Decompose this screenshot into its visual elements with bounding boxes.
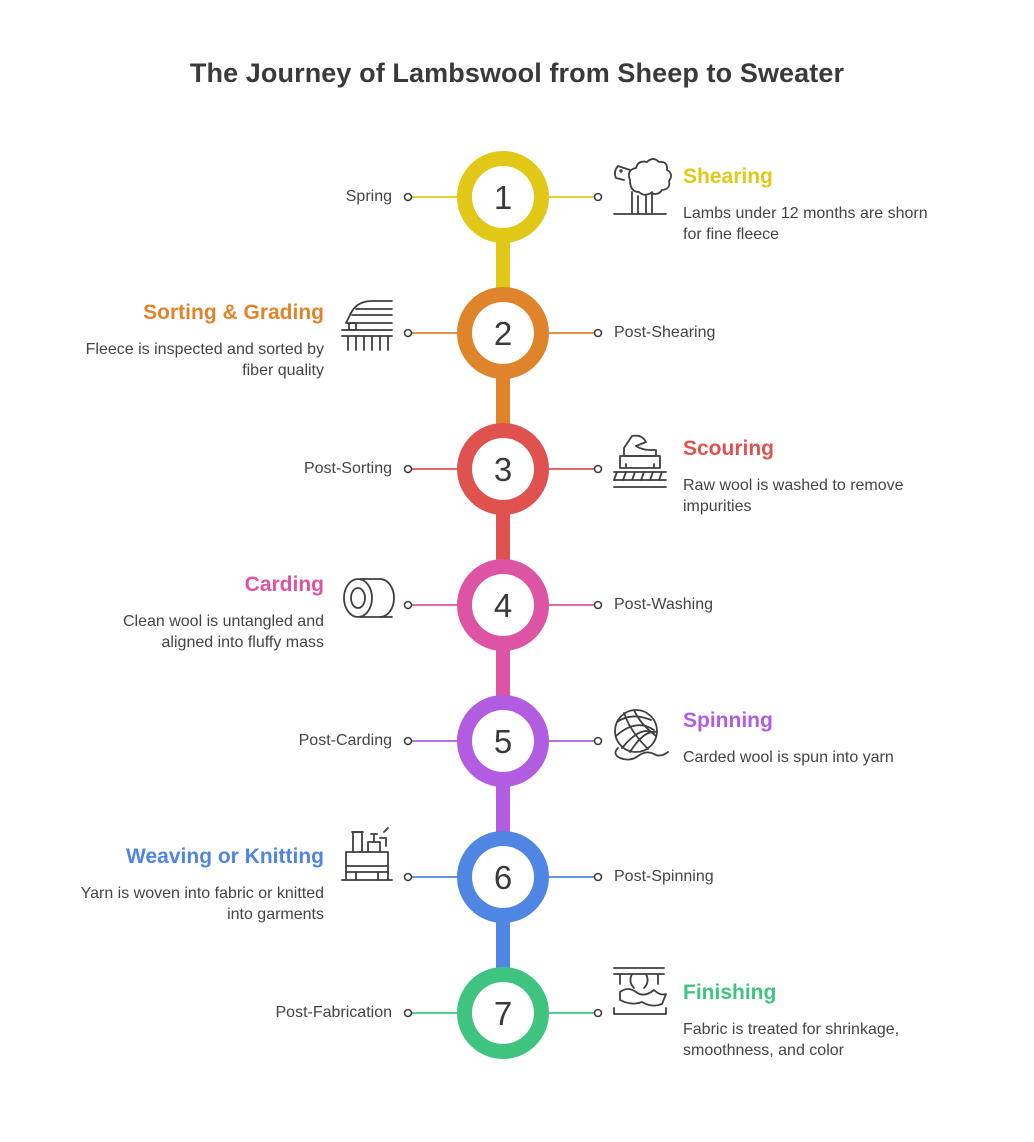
page-title: The Journey of Lambswool from Sheep to S… <box>189 58 845 88</box>
step-number: 4 <box>494 587 512 624</box>
timeline-segment <box>496 513 510 561</box>
step-description-line: Fleece is inspected and sorted by <box>85 341 324 358</box>
step-description-line: Fabric is treated for shrinkage, <box>683 1021 900 1038</box>
step-number: 5 <box>494 723 512 760</box>
connector-dot <box>403 736 413 746</box>
yarn-ball-icon <box>614 709 669 761</box>
step-description-line: Carded wool is spun into yarn <box>683 749 894 766</box>
connector-dot <box>593 1008 603 1018</box>
connector-dot <box>403 1008 413 1018</box>
step-description-line: Lambs under 12 months are shorn <box>683 205 928 222</box>
step-description: Fleece is inspected and sorted by fiber q… <box>86 339 324 381</box>
step-description: Raw wool is washed to remove impurities <box>683 475 904 517</box>
step-timing: Post-Carding <box>298 732 392 749</box>
step-description-line: smoothness, and color <box>683 1042 844 1059</box>
step-number: 6 <box>494 859 512 896</box>
sheep-icon <box>613 158 672 215</box>
step-ring-inner <box>472 574 534 636</box>
step-description-line: impurities <box>683 498 752 515</box>
connector-dot <box>593 328 603 338</box>
step-timing: Post-Sorting <box>303 460 392 477</box>
fabric-press-icon <box>613 967 667 1015</box>
washing-machine-icon <box>613 434 667 488</box>
step-title: Shearing <box>683 165 773 188</box>
timeline-circles: 1 2 3 4 5 6 7 <box>457 151 549 1059</box>
step-timing: Post-Spinning <box>614 868 714 885</box>
step-timing: Post-Fabrication <box>275 1004 393 1021</box>
step-title: Finishing <box>683 981 777 1004</box>
step-description: Lambs under 12 months are shorn for fine … <box>683 203 928 245</box>
step-ring-inner <box>472 302 534 364</box>
comb-machine-icon <box>341 300 393 351</box>
connector-dot <box>403 328 413 338</box>
timeline-segment <box>496 649 510 697</box>
timeline-connectors <box>403 192 603 1018</box>
connector-dot <box>593 464 603 474</box>
connector-dot <box>593 192 603 202</box>
timeline-segment <box>496 785 510 833</box>
connector-dot <box>403 192 413 202</box>
fiber-roll-icon <box>343 578 395 618</box>
step-description-line: Clean wool is untangled and <box>122 613 324 630</box>
step-title: Sorting & Grading <box>143 301 324 324</box>
timeline-lines <box>496 241 510 969</box>
step-description-line: Yarn is woven into fabric or knitted <box>80 885 324 902</box>
step-ring-inner <box>472 846 534 908</box>
step-number: 2 <box>494 315 512 352</box>
step-title: Carding <box>244 573 324 596</box>
timeline-segment <box>496 921 510 969</box>
step-timing: Post-Shearing <box>614 324 716 341</box>
step-timing: Spring <box>345 188 392 205</box>
connector-dot <box>593 600 603 610</box>
connector-dot <box>403 872 413 882</box>
step-description: Yarn is woven into fabric or knitted into… <box>81 883 324 925</box>
step-ring-inner <box>472 166 534 228</box>
step-description-line: into garments <box>227 906 324 923</box>
step-description: Carded wool is spun into yarn <box>683 747 894 768</box>
step-ring-inner <box>472 438 534 500</box>
step-description-line: Raw wool is washed to remove <box>683 477 904 494</box>
step-title: Weaving or Knitting <box>126 845 324 868</box>
loom-icon <box>341 827 393 881</box>
step-number: 7 <box>494 995 512 1032</box>
step-description-line: aligned into fluffy mass <box>161 634 324 651</box>
step-title: Scouring <box>683 437 775 460</box>
step-description-line: for fine fleece <box>683 226 780 243</box>
step-number: 3 <box>494 451 512 488</box>
connector-dot <box>593 872 603 882</box>
step-title: Spinning <box>683 709 773 732</box>
connector-dot <box>403 600 413 610</box>
step-ring-inner <box>472 710 534 772</box>
connector-dot <box>593 736 603 746</box>
timeline-segment <box>496 241 510 289</box>
step-description-line: fiber quality <box>242 362 324 379</box>
step-ring-inner <box>472 982 534 1044</box>
step-description: Fabric is treated for shrinkage, smoothne… <box>683 1019 899 1061</box>
timeline-segment <box>496 377 510 425</box>
connector-dot <box>403 464 413 474</box>
step-number: 1 <box>494 179 512 216</box>
step-description: Clean wool is untangled and aligned into … <box>123 611 324 653</box>
step-timing: Post-Washing <box>614 596 713 613</box>
